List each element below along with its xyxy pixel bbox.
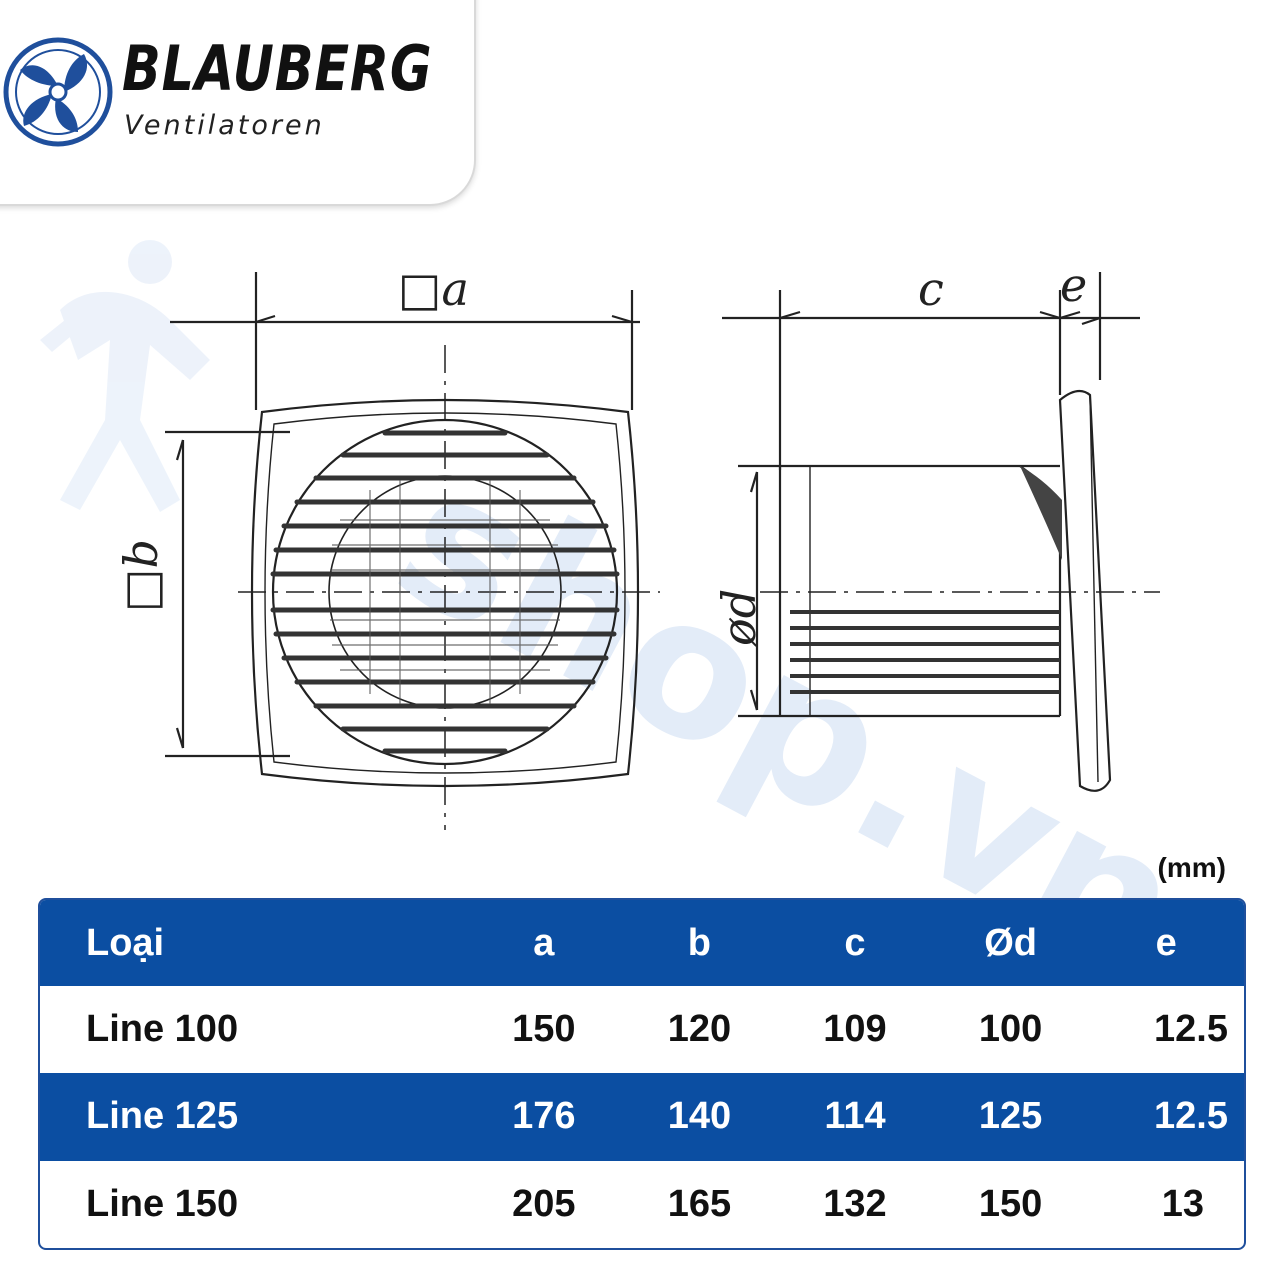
brand-logo-panel: BLAUBERG Ventilatoren bbox=[0, 0, 476, 206]
technical-drawing bbox=[165, 272, 1160, 830]
dim-label-a: □a bbox=[398, 262, 469, 316]
cell-a: 176 bbox=[512, 1095, 576, 1138]
cell-c: 109 bbox=[823, 1008, 887, 1051]
dim-label-c: c bbox=[918, 262, 944, 316]
cell-d: 150 bbox=[978, 1182, 1043, 1225]
header-d: Ød bbox=[984, 921, 1037, 964]
dim-label-b: □b bbox=[114, 539, 168, 612]
spec-table: Loại a b c Ød e Line 100 150 120 109 100… bbox=[38, 898, 1246, 1250]
cell-model: Line 125 bbox=[86, 1095, 239, 1138]
table-row: Line 100 150 120 109 100 12.5 bbox=[40, 986, 1244, 1073]
header-model: Loại bbox=[86, 921, 165, 964]
table-row: Line 150 205 165 132 150 13 bbox=[40, 1161, 1244, 1248]
dim-label-e: e bbox=[1060, 258, 1088, 312]
dim-label-d: ød bbox=[712, 588, 766, 646]
brand-subtitle: Ventilatoren bbox=[124, 110, 325, 141]
cell-e: 12.5 bbox=[1154, 1095, 1228, 1138]
unit-note: (mm) bbox=[1157, 852, 1226, 883]
cell-c: 132 bbox=[823, 1182, 887, 1225]
table-row: Line 125 176 140 114 125 12.5 bbox=[40, 1073, 1244, 1161]
cell-model: Line 150 bbox=[86, 1182, 239, 1225]
header-e: e bbox=[1155, 921, 1177, 964]
cell-a: 205 bbox=[512, 1182, 576, 1225]
header-a: a bbox=[533, 921, 555, 964]
brand-name: BLAUBERG bbox=[122, 32, 433, 105]
cell-b: 165 bbox=[667, 1182, 732, 1225]
fan-logo-icon bbox=[3, 37, 113, 147]
cell-e: 12.5 bbox=[1154, 1008, 1228, 1051]
cell-model: Line 100 bbox=[86, 1008, 239, 1051]
cell-d: 100 bbox=[978, 1008, 1043, 1051]
cell-b: 120 bbox=[667, 1008, 732, 1051]
cell-b: 140 bbox=[667, 1095, 732, 1138]
cell-e: 13 bbox=[1161, 1182, 1204, 1225]
table-header-row: Loại a b c Ød e bbox=[40, 900, 1244, 986]
header-b: b bbox=[687, 921, 711, 964]
cell-d: 125 bbox=[978, 1095, 1043, 1138]
cell-a: 150 bbox=[512, 1008, 576, 1051]
cell-c: 114 bbox=[824, 1095, 886, 1138]
header-c: c bbox=[844, 921, 866, 964]
